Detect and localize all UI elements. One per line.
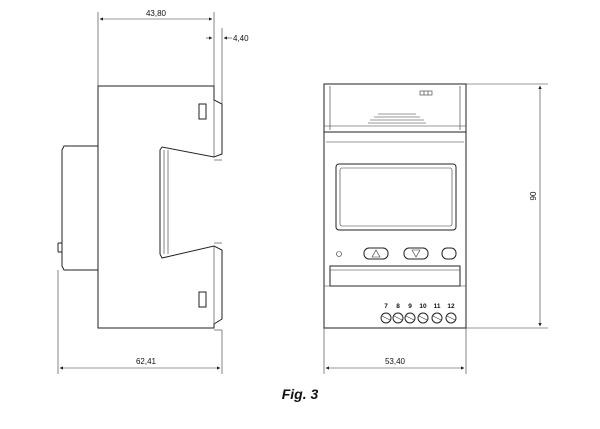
status-led-icon [336, 251, 342, 257]
screw-terminal-icon [380, 312, 392, 324]
front-view-dimensions: 90 53,40 [323, 83, 548, 374]
terminal-label-9: 9 [408, 303, 412, 310]
enter-button[interactable] [441, 247, 457, 260]
front-view: 7 8 9 10 11 12 [323, 83, 467, 329]
terminal-label-10: 10 [419, 303, 427, 310]
din-rail-clip [61, 145, 98, 271]
dim-height: 90 [529, 191, 538, 200]
screw-terminal-icon [404, 312, 416, 324]
up-arrow-icon [371, 249, 381, 258]
display-screen [335, 163, 457, 231]
terminal-label-11: 11 [434, 303, 441, 310]
down-button[interactable] [403, 247, 429, 260]
terminal-label-12: 12 [447, 303, 455, 310]
top-clip-slot [198, 103, 207, 120]
up-button[interactable] [363, 247, 389, 260]
front-body [323, 132, 467, 329]
dim-offset: 4,40 [233, 34, 249, 43]
figure-caption: Fig. 3 [281, 386, 319, 402]
terminal-cover [329, 265, 461, 287]
down-arrow-icon [411, 249, 421, 258]
terminal-label-7: 7 [384, 303, 388, 310]
dim-top-width: 43,80 [146, 9, 167, 18]
dim-front-width: 53,40 [385, 357, 406, 366]
screw-terminal-icon [431, 312, 443, 324]
screw-terminal-icon [445, 312, 457, 324]
bottom-clip-slot [198, 291, 207, 308]
terminal-labels: 7 8 9 10 11 12 [384, 303, 455, 310]
led-indicator-icon [419, 90, 433, 96]
screw-terminal-icon [417, 312, 429, 324]
dim-side-depth: 62,41 [136, 357, 157, 366]
side-view-outline [97, 85, 223, 329]
top-cover [323, 83, 467, 133]
terminal-screws [380, 312, 457, 324]
terminal-label-8: 8 [396, 303, 400, 310]
side-view-dimensions: 43,80 4,40 62,41 [57, 9, 249, 374]
vent-grille [368, 113, 426, 124]
side-view [57, 85, 223, 331]
screw-terminal-icon [392, 312, 404, 324]
